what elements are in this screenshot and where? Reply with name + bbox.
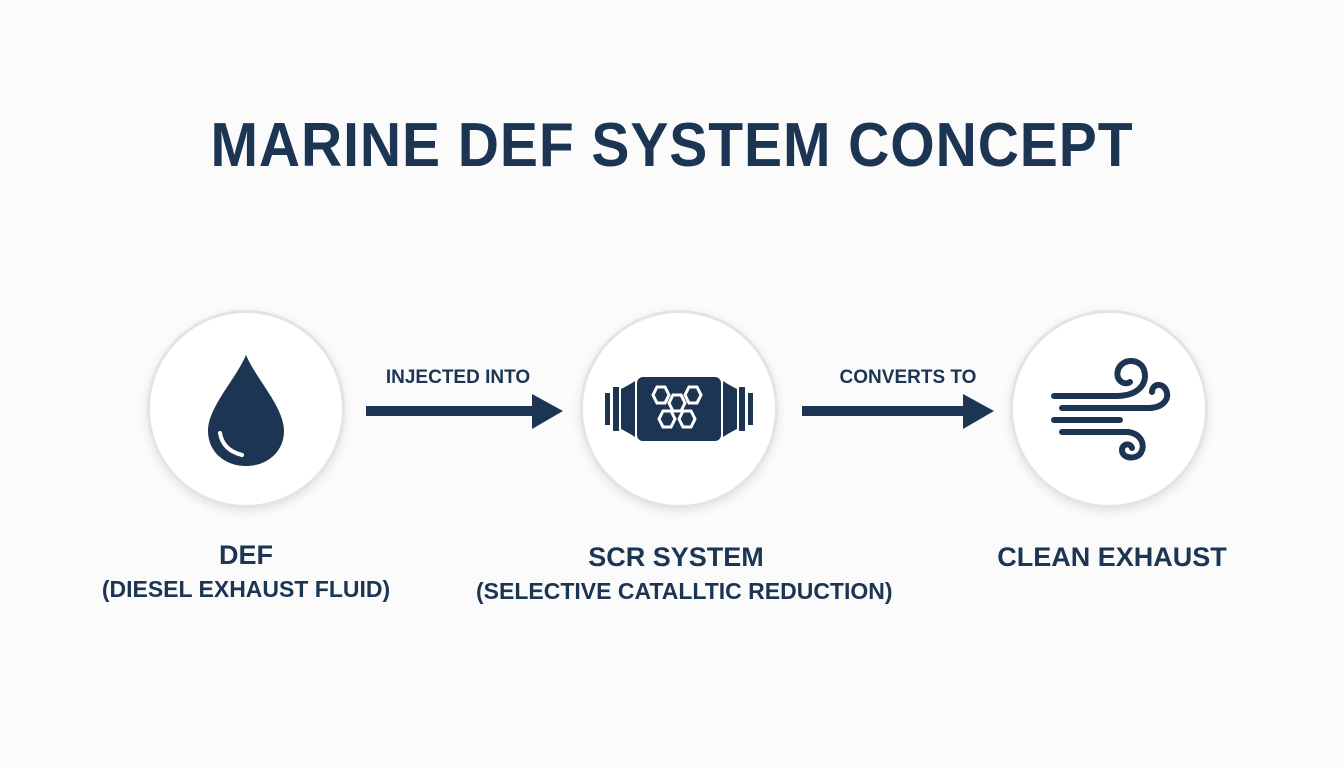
node-subtitle: (SELECTIVE CATALLTIC REDUCTION): [476, 578, 893, 604]
node-name: DEF: [219, 540, 273, 570]
node-label-def: DEF (DIESEL EXHAUST FLUID): [96, 538, 396, 606]
node-label-scr: SCR SYSTEM (SELECTIVE CATALLTIC REDUCTIO…: [476, 540, 893, 608]
clean-exhaust-node: [1010, 310, 1208, 508]
diagram-title: MARINE DEF SYSTEM CONCEPT: [210, 111, 1134, 180]
node-subtitle: (DIESEL EXHAUST FLUID): [101, 576, 391, 602]
edge-label-injected-into: INJECTED INTO: [385, 367, 531, 388]
arrow-injected-into: [366, 394, 563, 429]
arrow-converts-to: [802, 394, 994, 429]
scr-node: [580, 310, 778, 508]
node-label-clean-exhaust: CLEAN EXHAUST: [962, 540, 1262, 574]
wind-icon: [1051, 358, 1171, 461]
edge-label-converts-to: CONVERTS TO: [839, 367, 977, 388]
node-name: CLEAN EXHAUST: [997, 542, 1227, 572]
node-name: SCR SYSTEM: [588, 542, 764, 572]
def-node: [147, 310, 345, 508]
catalytic-converter-icon: [605, 377, 753, 441]
droplet-icon: [208, 355, 284, 466]
